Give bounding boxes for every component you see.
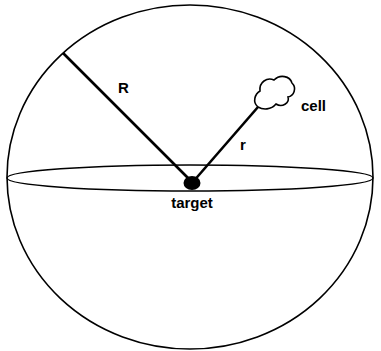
radius-line xyxy=(63,53,192,182)
node-label: target xyxy=(171,195,213,212)
radius-label: R xyxy=(117,80,130,97)
sphere-outline xyxy=(7,5,373,349)
cell-blob xyxy=(250,72,298,112)
cell-shape: cell xyxy=(250,72,326,112)
distance-line xyxy=(192,107,258,183)
distance-label: r xyxy=(239,137,247,154)
node-label: cell xyxy=(301,98,326,115)
equator-ellipse xyxy=(7,165,373,191)
cell-outline xyxy=(255,76,295,109)
target-dot xyxy=(183,175,201,191)
target-point: target xyxy=(171,175,213,212)
target-dot-fill xyxy=(184,176,201,190)
